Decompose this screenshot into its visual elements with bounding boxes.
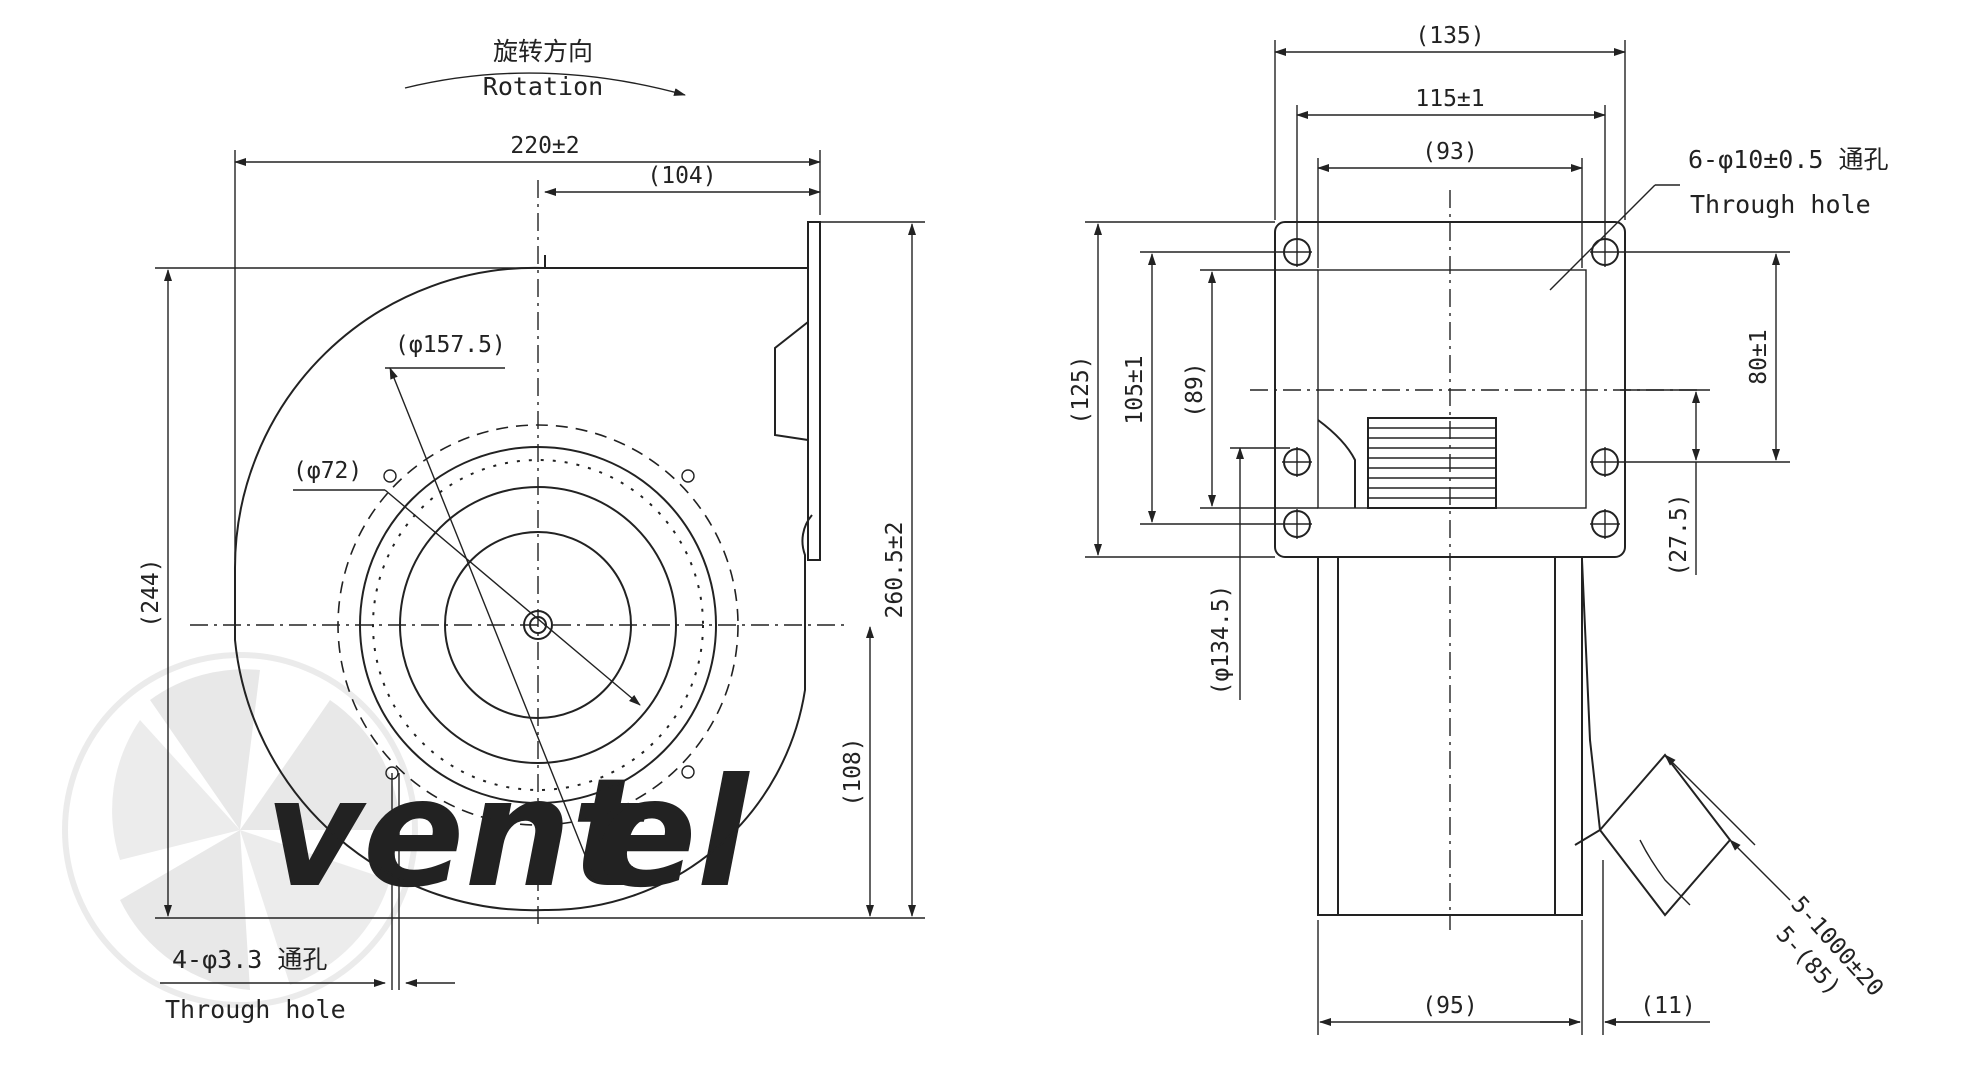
mount-hole-3-icon [681,765,695,779]
dim-h-89: (89) [1182,362,1208,417]
mount-hole-2-icon [681,469,695,483]
watermark-text-2: el [595,747,751,921]
front-view: (φ157.5) (φ72) 220±2 (104) (244) 260.5±2… [138,133,925,1024]
dim-height-108: (108) [840,737,866,806]
dim-diam-134-5: (φ134.5) [1208,585,1234,696]
dim-w-11: (11) [1640,993,1695,1019]
dim-w-95: (95) [1422,993,1477,1019]
housing-outline [233,266,813,912]
outlet-lip [774,321,809,441]
rotation-indicator: 旋转方向 Rotation [404,37,686,101]
dim-w-115: 115±1 [1415,86,1484,112]
side-impeller [1367,417,1497,509]
diam-72-leader [384,489,641,706]
side-hole-note: Through hole [1690,190,1871,219]
dim-height-260-5: 260.5±2 [882,522,908,619]
outlet-flange [807,221,821,561]
dim-h-105: 105±1 [1122,355,1148,424]
dim-diam-72: (φ72) [293,458,362,484]
dim-h-27-5: (27.5) [1666,493,1692,576]
rotation-label-en: Rotation [483,72,603,101]
dim-h-125: (125) [1068,355,1094,424]
side-view: (135) 115±1 (93) (125) 105±1 (89) (φ134.… [1068,23,1889,1035]
dim-width-220: 220±2 [510,133,579,159]
cable-connector [1598,753,1732,917]
mount-hole-1-icon [383,469,397,483]
dim-offset-104: (104) [647,163,716,189]
diam-157-leader [389,367,596,881]
dim-w-93: (93) [1422,139,1477,165]
dim-diam-157: (φ157.5) [395,332,506,358]
rotation-arrow-icon [404,72,686,96]
side-hole-spec: 6-φ10±0.5 通孔 [1688,145,1889,174]
dim-h-80: 80±1 [1746,329,1772,384]
dim-w-135: (135) [1415,23,1484,49]
rotation-label-cn: 旋转方向 [493,37,593,66]
front-hole-spec: 4-φ3.3 通孔 [172,945,327,974]
front-hole-note: Through hole [165,995,346,1024]
cable-body [1574,559,1602,846]
fan-logo-icon [62,652,418,1008]
watermark-text-1: vent [265,747,648,921]
impeller-blades [1368,427,1496,499]
side-inlet-frame [1317,269,1587,509]
dim-height-244: (244) [138,558,164,627]
